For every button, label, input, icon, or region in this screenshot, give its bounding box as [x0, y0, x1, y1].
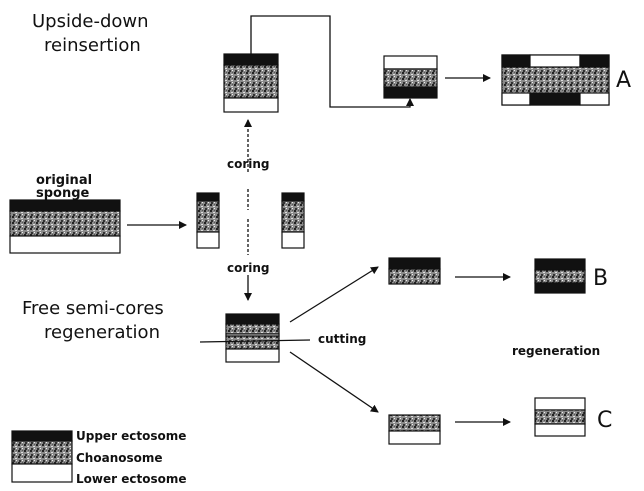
upside-down-title-line2: reinsertion — [44, 35, 141, 56]
legend: Upper ectosome Choanosome Lower ectosome — [12, 429, 186, 486]
legend-label-upper: Upper ectosome — [76, 429, 186, 443]
cutting-label: cutting — [318, 332, 366, 346]
coring-label-bottom: coring — [227, 261, 270, 275]
result-c-block — [535, 398, 585, 436]
outcome-b-letter: B — [593, 266, 608, 291]
upside-cored-block — [224, 54, 278, 112]
outcome-c-letter: C — [597, 408, 612, 433]
legend-label-lower: Lower ectosome — [76, 472, 186, 486]
core-right — [282, 193, 304, 248]
free-semicores-title-line1: Free semi-cores — [22, 298, 164, 319]
arrow-to-branch-c — [290, 352, 378, 412]
branch-c-piece — [389, 415, 440, 444]
coring-label-top: coring — [227, 157, 270, 171]
legend-swatch-upper — [12, 431, 72, 441]
branch-b-piece — [389, 258, 440, 284]
central-cut-block — [226, 314, 279, 362]
legend-swatch-lower — [12, 464, 72, 482]
upside-down-title-line1: Upside-down — [32, 11, 149, 32]
result-a-block — [502, 55, 609, 105]
arrow-to-branch-b — [290, 267, 378, 322]
original-sponge-label-line2: sponge — [36, 186, 90, 201]
original-sponge-block — [10, 200, 120, 253]
outcome-a-letter: A — [616, 68, 631, 93]
inverted-block — [384, 56, 437, 98]
legend-label-choano: Choanosome — [76, 451, 163, 465]
result-b-block — [535, 259, 585, 293]
core-left — [197, 193, 219, 248]
free-semicores-title-line2: regeneration — [44, 322, 160, 343]
regeneration-label: regeneration — [512, 344, 600, 358]
legend-swatch-choano — [12, 441, 72, 464]
